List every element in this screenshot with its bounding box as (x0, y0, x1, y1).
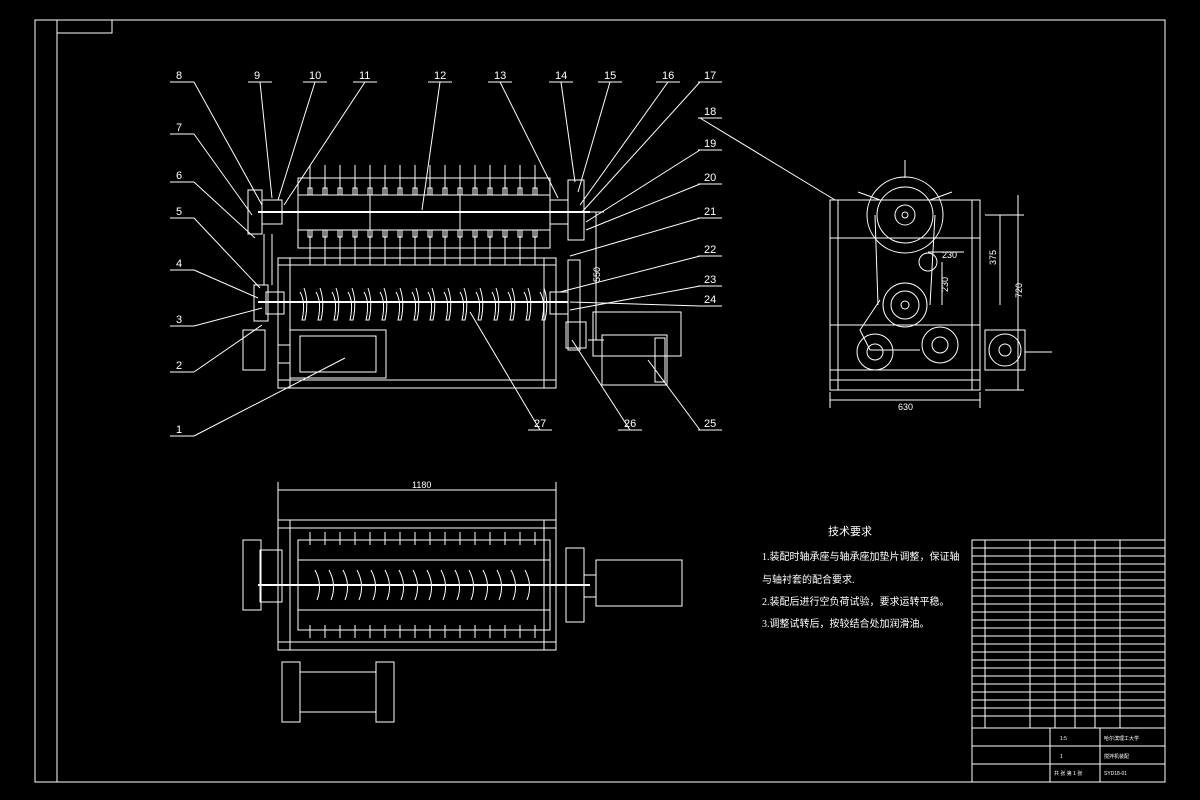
dim-720: 720 (1014, 283, 1024, 298)
requirements-title: 技术要求 (828, 526, 872, 538)
part-label-8: 8 (176, 70, 182, 82)
part-label-4: 4 (176, 258, 182, 270)
part-label-14: 14 (555, 70, 567, 82)
part-label-21: 21 (704, 206, 716, 218)
dim-230-b: 230 (940, 277, 950, 292)
part-label-17: 17 (704, 70, 716, 82)
title-block: 哈尔滨理工大学 搅拌机装配 SYD18-01 1:5 1 共 张 第 1 张 (971, 539, 1166, 783)
tb-drawing-no: SYD18-01 (1104, 771, 1127, 777)
part-label-22: 22 (704, 244, 716, 256)
requirement-3: 3.调整试转后，按较结合处加润滑油。 (762, 619, 930, 630)
part-label-24: 24 (704, 294, 716, 306)
corner-stamp (56, 19, 113, 34)
inner-border (56, 19, 1166, 783)
dim-630: 630 (898, 402, 913, 412)
part-label-1: 1 (176, 424, 182, 436)
part-label-26: 26 (624, 418, 636, 430)
part-label-7: 7 (176, 122, 182, 134)
tb-product-name: 搅拌机装配 (1104, 753, 1129, 760)
dim-1180: 1180 (412, 480, 431, 490)
part-label-3: 3 (176, 314, 182, 326)
dim-550: 550 (592, 267, 602, 282)
part-label-12: 12 (434, 70, 446, 82)
tb-sheet: 共 张 第 1 张 (1054, 770, 1082, 777)
part-label-11: 11 (359, 70, 370, 82)
dim-230-a: 230 (942, 250, 957, 260)
part-label-20: 20 (704, 172, 716, 184)
part-label-6: 6 (176, 170, 182, 182)
requirement-1-line-2: 与轴衬套的配合要求. (762, 575, 855, 586)
requirement-1-line-1: 1.装配时轴承座与轴承座加垫片调整，保证轴 (762, 552, 960, 563)
tb-scale: 1:5 (1060, 736, 1067, 742)
top-view (242, 482, 683, 723)
part-label-23: 23 (704, 274, 716, 286)
part-label-9: 9 (254, 70, 260, 82)
requirement-2: 2.装配后进行空负荷试验，要求运转平稳。 (762, 597, 950, 608)
part-label-13: 13 (494, 70, 506, 82)
front-view (242, 165, 682, 389)
part-label-15: 15 (604, 70, 616, 82)
part-label-25: 25 (704, 418, 716, 430)
part-label-16: 16 (662, 70, 674, 82)
leader-lines (170, 81, 836, 437)
part-label-27: 27 (534, 418, 546, 430)
part-label-2: 2 (176, 360, 182, 372)
part-label-18: 18 (704, 106, 716, 118)
part-label-5: 5 (176, 206, 182, 218)
tb-institution: 哈尔滨理工大学 (1104, 735, 1139, 742)
side-view (829, 160, 1052, 408)
part-label-19: 19 (704, 138, 716, 150)
tb-qty: 1 (1060, 754, 1063, 760)
dim-375: 375 (988, 250, 998, 265)
part-label-10: 10 (309, 70, 321, 82)
